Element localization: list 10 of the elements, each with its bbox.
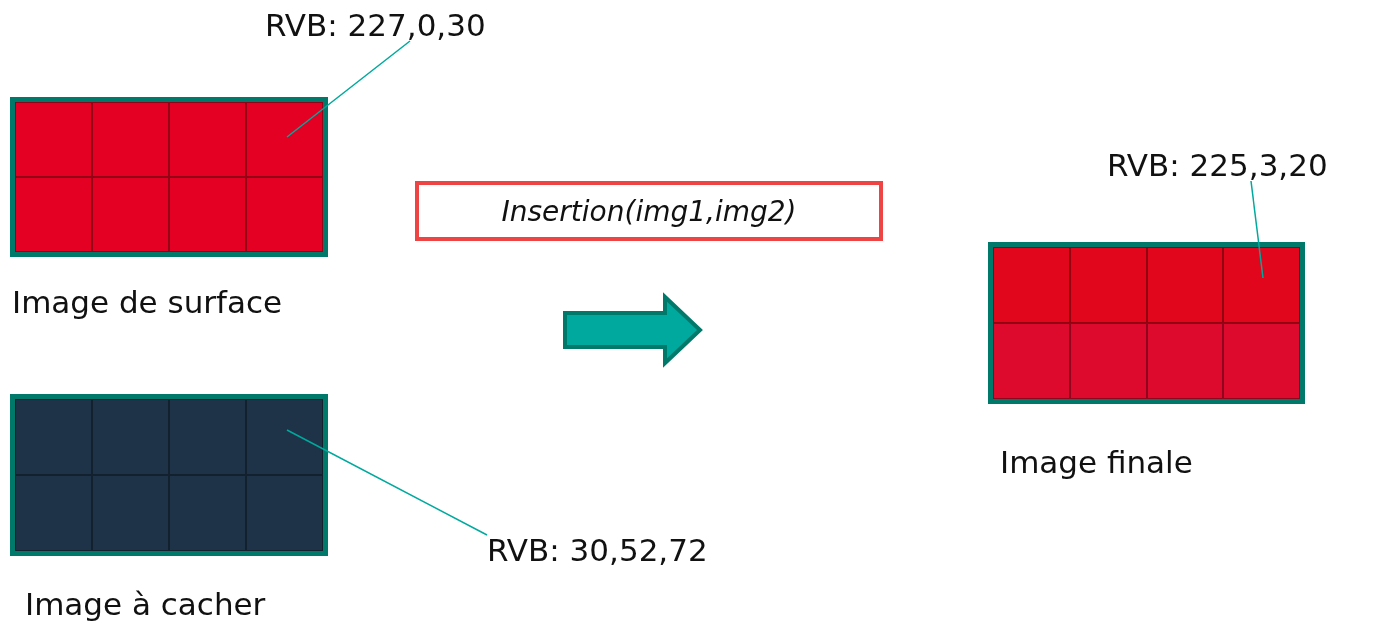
leader-line — [286, 40, 411, 138]
function-box: Insertion(img1,img2) — [415, 181, 883, 241]
image-caption: Image à cacher — [25, 589, 266, 620]
image-caption: Image de surface — [12, 287, 283, 318]
rgb-value-label: RVB: 30,52,72 — [487, 535, 708, 566]
leader-line — [1250, 180, 1264, 279]
rgb-value-label: RVB: 225,3,20 — [1107, 150, 1328, 181]
leader-line — [286, 429, 488, 536]
image-caption: Image finale — [1000, 447, 1193, 478]
rgb-value-label: RVB: 227,0,30 — [265, 10, 486, 41]
